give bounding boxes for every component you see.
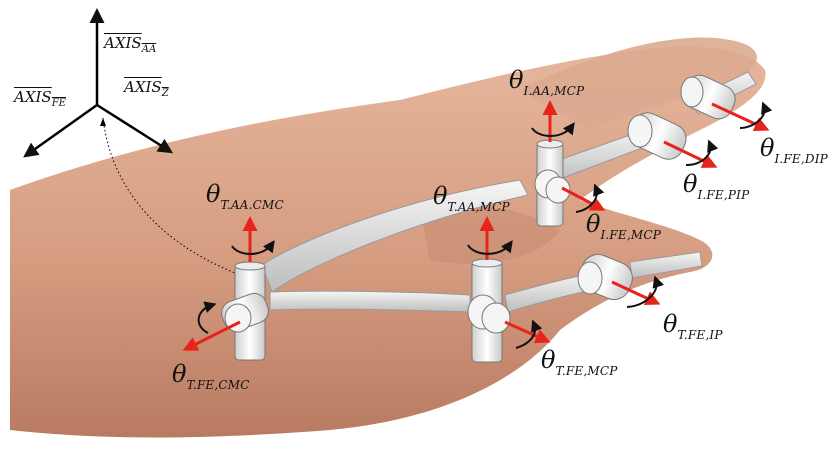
theta-symbol: θ	[172, 360, 186, 388]
axis-fe-sub: FE	[52, 98, 66, 109]
theta-symbol: θ	[433, 182, 447, 210]
axis-z-label: AXISZ	[124, 80, 169, 95]
axis-fe-label: AXISFE	[14, 90, 66, 105]
label-i-aa-mcp: θI.AA,MCP	[509, 68, 584, 92]
joint-subscript: T.AA.CMC	[220, 198, 283, 212]
theta-symbol: θ	[509, 66, 523, 94]
theta-symbol: θ	[760, 134, 774, 162]
axis-z-main: AXIS	[124, 78, 162, 96]
joint-subscript: I.AA,MCP	[523, 84, 584, 98]
axis-aa-label: AXISAA	[104, 36, 156, 51]
label-t-aa-cmc: θT.AA.CMC	[206, 182, 284, 206]
theta-symbol: θ	[541, 346, 555, 374]
joint-subscript: T.FE,IP	[677, 328, 722, 342]
axis-aa-main: AXIS	[104, 34, 142, 52]
theta-symbol: θ	[663, 310, 677, 338]
axis-aa-sub: AA	[142, 44, 156, 55]
joint-subscript: T.FE,CMC	[186, 378, 249, 392]
label-t-fe-ip: θT.FE,IP	[663, 312, 723, 336]
theta-symbol: θ	[586, 210, 600, 238]
label-t-aa-mcp: θT.AA,MCP	[433, 184, 510, 208]
label-i-fe-pip: θI.FE,PIP	[683, 172, 749, 196]
theta-symbol: θ	[683, 170, 697, 198]
joint-subscript: I.FE,MCP	[600, 228, 661, 242]
theta-symbol: θ	[206, 180, 220, 208]
joint-subscript: T.FE,MCP	[555, 364, 617, 378]
joint-subscript: I.FE,DIP	[774, 152, 828, 166]
axis-fe-main: AXIS	[14, 88, 52, 106]
joint-subscript: I.FE,PIP	[697, 188, 749, 202]
label-t-fe-mcp: θT.FE,MCP	[541, 348, 618, 372]
thumb-metacarpal-bone	[270, 291, 470, 312]
joint-subscript: T.AA,MCP	[447, 200, 509, 214]
axis-z-sub: Z	[162, 88, 169, 99]
label-i-fe-dip: θI.FE,DIP	[760, 136, 828, 160]
label-t-fe-cmc: θT.FE,CMC	[172, 362, 250, 386]
label-i-fe-mcp: θI.FE,MCP	[586, 212, 661, 236]
